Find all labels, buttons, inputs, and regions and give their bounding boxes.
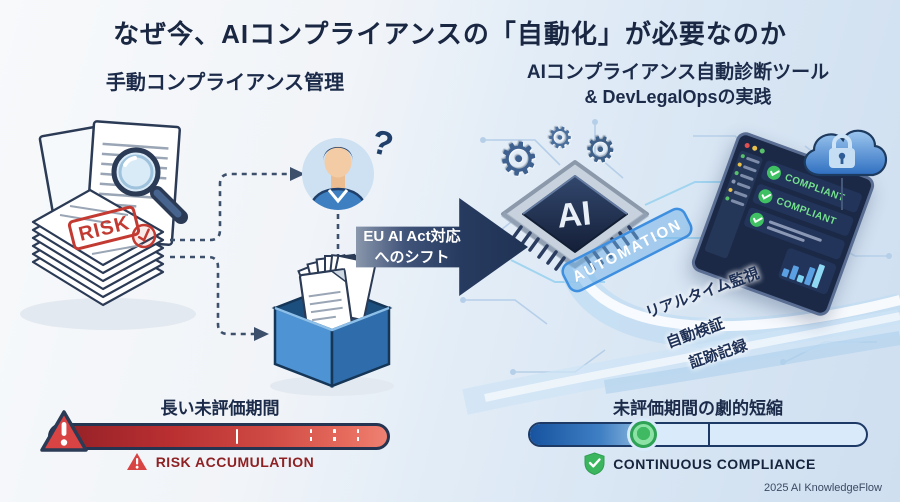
bar-tick-dashed [309,429,313,444]
compliance-status: CONTINUOUS COMPLIANCE [530,452,870,475]
check-icon [747,210,766,229]
bar-tick-dashed [333,429,336,444]
lock-icon [829,134,855,168]
chip-label: AI [555,194,593,235]
left-gap-label: 長い未評価期間 [160,399,280,418]
check-icon [756,187,775,206]
page-title: なぜ今、AIコンプライアンスの「自動化」が必要なのか [113,19,787,49]
credit-text: 2025 AI KnowledgeFlow [763,482,882,494]
gear-icon: ⚙ [494,130,543,188]
bar-fill [530,424,658,445]
magnifier-icon [111,147,188,224]
manual-compliance-illustration: RISK [20,120,397,396]
risk-progress-bar [48,423,390,450]
right-gap-label: 未評価期間の劇的短縮 [613,399,783,418]
automation-illustration: AI AUTOMATION [460,119,900,415]
window-dot-green [759,147,766,155]
compliant-row: COMPLIANT [751,183,855,237]
transition-arrow-label: EU AI Act対応 へのシフト [363,228,461,266]
risk-status: RISK ACCUMULATION [60,452,380,472]
warning-triangle-icon [126,453,147,470]
progress-knob [630,421,657,448]
warning-triangle-icon [40,410,88,452]
check-icon [764,163,783,182]
shield-check-icon [584,452,605,475]
right-column-heading: AIコンプライアンス自動診断ツール & DevLegalOpsの実践 [492,60,864,110]
risk-document-stack: RISK [20,188,196,330]
manual-flow-connectors [170,172,340,336]
bar-divider [708,424,711,445]
checked-item-row [743,206,846,261]
right-heading-line2: & DevLegalOpsの実践 [584,87,772,107]
compliance-dashboard: COMPLIANT COMPLIANT [689,129,877,319]
question-mark-icon: ? [368,123,397,165]
bar-tick-dashed [356,429,360,444]
left-column-heading: 手動コンプライアンス管理 [105,72,345,94]
stamp-seal-icon [131,223,157,249]
secure-cloud-icon [803,129,888,210]
bar-tick [235,429,239,444]
compliant-row: COMPLIANT [760,159,863,214]
right-heading-line1: AIコンプライアンス自動診断ツール [526,62,830,83]
window-dot-red [743,142,751,149]
compliance-progress-bar [528,422,868,447]
archive-box-icon [270,253,394,396]
window-dot-yellow [751,145,758,152]
